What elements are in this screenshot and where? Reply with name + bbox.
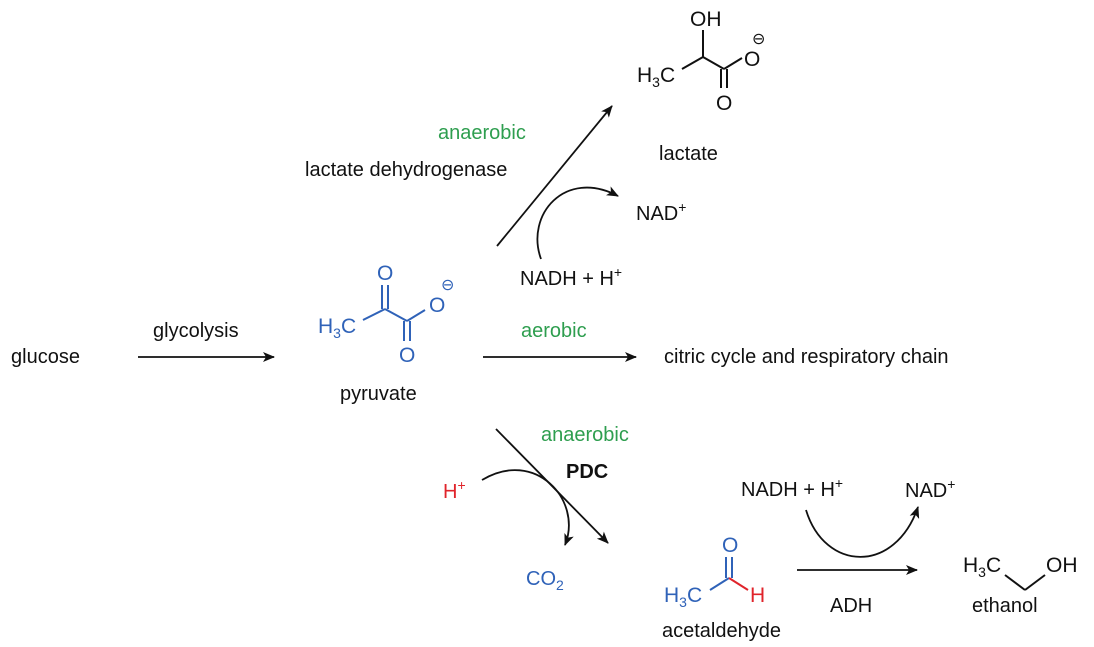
nadh-upper: NADH + H+ xyxy=(520,264,622,290)
nadh-to-nad-upper-curve xyxy=(536,186,619,260)
nadh-lower: NADH + H+ xyxy=(741,475,843,501)
co2-label: CO2 xyxy=(526,568,564,593)
glycolysis-label: glycolysis xyxy=(153,320,239,342)
adh-label: ADH xyxy=(830,595,872,617)
upper-anaerobic-label: anaerobic xyxy=(438,122,526,144)
acetaldehyde-label: acetaldehyde xyxy=(662,620,781,642)
lactate-o-minus: O xyxy=(744,48,760,71)
lactate-arrow xyxy=(496,105,613,247)
glucose-label: glucose xyxy=(11,346,80,368)
pdc-label: PDC xyxy=(566,461,608,483)
proton-label: H+ xyxy=(443,477,466,503)
lactate-enzyme-label: lactate dehydrogenase xyxy=(305,159,507,181)
acetaldehyde-structure xyxy=(709,557,749,591)
aerobic-label: aerobic xyxy=(521,320,587,342)
lactate-oh: OH xyxy=(690,8,722,31)
pyruvate-h3c: H3C xyxy=(318,315,356,341)
ethanol-structure xyxy=(1004,574,1046,591)
acetaldehyde-h: H xyxy=(750,584,765,607)
citric-cycle-label: citric cycle and respiratory chain xyxy=(664,346,949,368)
lower-anaerobic-label: anaerobic xyxy=(541,424,629,446)
pyruvate-structure xyxy=(362,285,426,341)
proton-to-co2-curve xyxy=(481,469,574,546)
acetaldehyde-o: O xyxy=(722,534,738,557)
lactate-carboxyl-o: O xyxy=(716,92,732,115)
pyruvate-o-minus: O xyxy=(429,294,445,317)
lactate-h3c: H3C xyxy=(637,64,675,90)
lactate-structure xyxy=(681,30,743,88)
pyruvate-label: pyruvate xyxy=(340,383,417,405)
ethanol-label: ethanol xyxy=(972,595,1038,617)
nad-plus-upper: NAD+ xyxy=(636,199,686,225)
lactate-charge: ⊖ xyxy=(752,31,765,48)
nadh-to-nad-lower-curve xyxy=(805,506,920,558)
ethanol-h3c: H3C xyxy=(963,554,1001,580)
nad-plus-lower: NAD+ xyxy=(905,476,955,502)
pyruvate-charge: ⊖ xyxy=(441,277,454,294)
pyruvate-ketone-o: O xyxy=(377,262,393,285)
acetaldehyde-h3c: H3C xyxy=(664,584,702,610)
pyruvate-carboxyl-o: O xyxy=(399,344,415,367)
lactate-label: lactate xyxy=(659,143,718,165)
ethanol-oh: OH xyxy=(1046,554,1078,577)
